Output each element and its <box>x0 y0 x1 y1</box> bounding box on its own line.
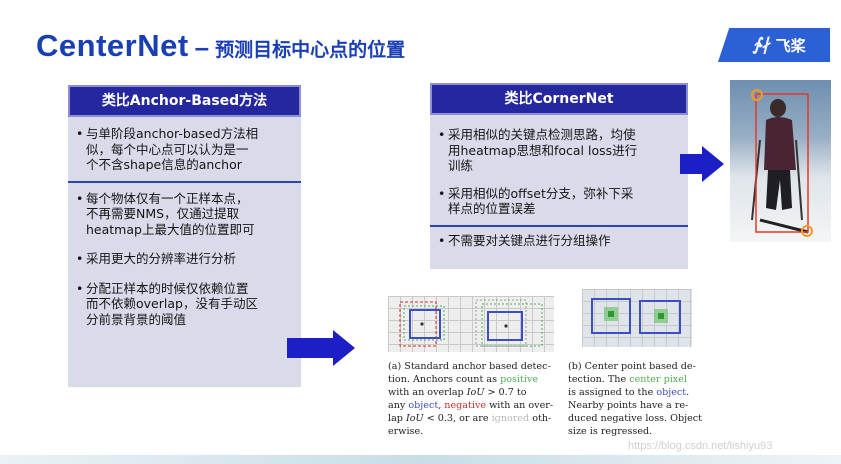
right-bullet-2: •采用相似的offset分支，弥补下采 样点的位置误差 <box>438 185 634 217</box>
right-panel: 类比CornerNet •采用相似的关键点检测思路，均使 用heatmap思想和… <box>430 83 688 269</box>
slide-title: CenterNet–预测目标中心点的位置 <box>36 28 405 64</box>
footer-strip <box>0 455 841 464</box>
skier-photo <box>730 80 831 242</box>
center-point-figure <box>582 289 692 347</box>
anchor-boxes-illustration <box>399 299 543 347</box>
right-panel-heading: 类比CornerNet <box>430 83 688 115</box>
title-dash: – <box>194 32 210 62</box>
left-panel-heading: 类比Anchor-Based方法 <box>68 85 301 117</box>
caption-a: (a) Standard anchor based detec- tion. A… <box>388 361 554 437</box>
left-bullet-1: •与单阶段anchor-based方法相 似，每个中心点可以认为是一 个不含sh… <box>76 126 259 172</box>
center-heatmap-illustration <box>591 298 681 334</box>
arrow-right-icon <box>680 146 724 182</box>
skier-illustration <box>751 89 813 237</box>
title-sub: 预测目标中心点的位置 <box>215 40 406 61</box>
title-main: CenterNet <box>36 28 189 63</box>
left-bullet-3: •采用更大的分辨率进行分析 <box>76 251 237 266</box>
left-divider <box>68 180 301 183</box>
arrow-right-icon <box>287 330 355 366</box>
left-panel: 类比Anchor-Based方法 •与单阶段anchor-based方法相 似，… <box>68 85 301 387</box>
watermark: https://blog.csdn.net/lishiyu93 <box>628 440 773 452</box>
left-bullet-2: •每个物体仅有一个正样本点， 不再需要NMS，仅通过提取 heatmap上最大值… <box>76 190 255 237</box>
logo-mark-icon: ∱∤ <box>752 35 770 54</box>
logo-text: 飞桨 <box>775 37 806 55</box>
anchor-figure <box>388 296 554 352</box>
right-divider <box>430 224 688 227</box>
right-bullet-1: •采用相似的关键点检测思路，均使 用heatmap思想和focal loss进行… <box>438 127 638 173</box>
caption-b: (b) Center point based de- tection. The … <box>568 361 703 437</box>
paddle-logo: ∱∤ 飞桨 <box>718 28 830 62</box>
right-bullet-3: •不需要对关键点进行分组操作 <box>438 232 611 248</box>
left-bullet-4: •分配正样本的时候仅依赖位置 而不依赖overlap，没有手动区 分前景背景的阈… <box>76 280 258 327</box>
